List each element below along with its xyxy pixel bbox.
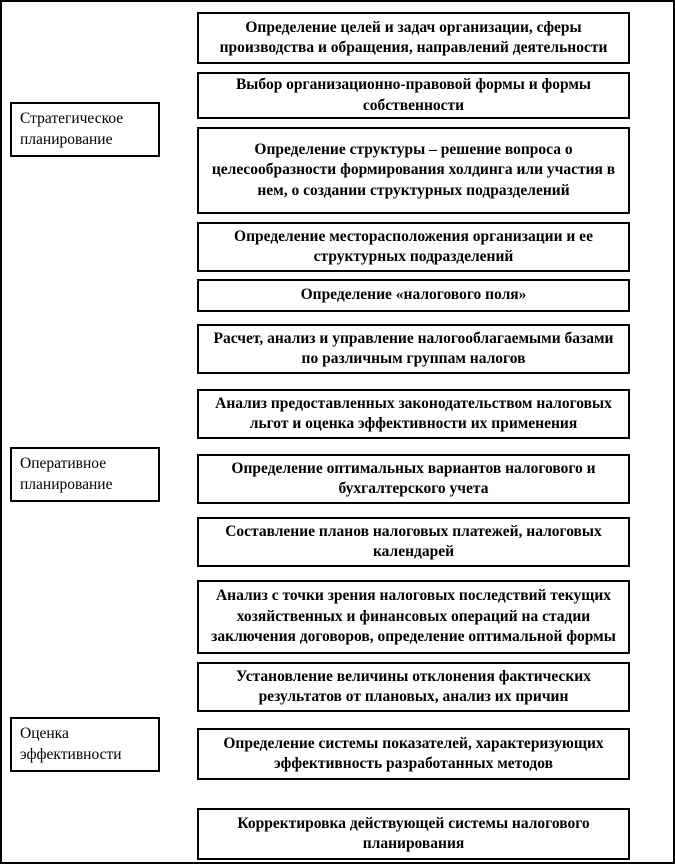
step-box-structure-definition: Определение структуры – решение вопроса … xyxy=(197,127,630,214)
step-box-contracts-tax-analysis: Анализ с точки зрения налоговых последст… xyxy=(197,580,630,654)
step-box-tax-base-management: Расчет, анализ и управление налогооблага… xyxy=(197,324,630,374)
stage-label-strategic-planning: Стратегическое планирование xyxy=(10,102,160,157)
step-box-legal-form-choice: Выбор организационно-правовой формы и фо… xyxy=(197,72,630,119)
step-box-tax-payment-plans: Составление планов налоговых платежей, н… xyxy=(197,517,630,567)
step-box-tax-benefits-analysis: Анализ предоставленных законодательством… xyxy=(197,389,630,439)
step-box-deviation-analysis: Установление величины отклонения фактиче… xyxy=(197,662,630,712)
step-box-accounting-options: Определение оптимальных вариантов налого… xyxy=(197,454,630,504)
stage-label-effectiveness-evaluation: Оценка эффективности xyxy=(10,717,160,772)
stage-label-operational-planning: Оперативное планирование xyxy=(10,447,160,502)
step-box-goals-and-objectives: Определение целей и задач организации, с… xyxy=(197,12,630,64)
step-box-system-correction: Корректировка действующей системы налого… xyxy=(197,808,630,860)
step-box-indicators-system: Определение системы показателей, характе… xyxy=(197,728,630,780)
step-box-tax-field-definition: Определение «налогового поля» xyxy=(197,279,630,312)
step-box-location-definition: Определение месторасположения организаци… xyxy=(197,222,630,272)
